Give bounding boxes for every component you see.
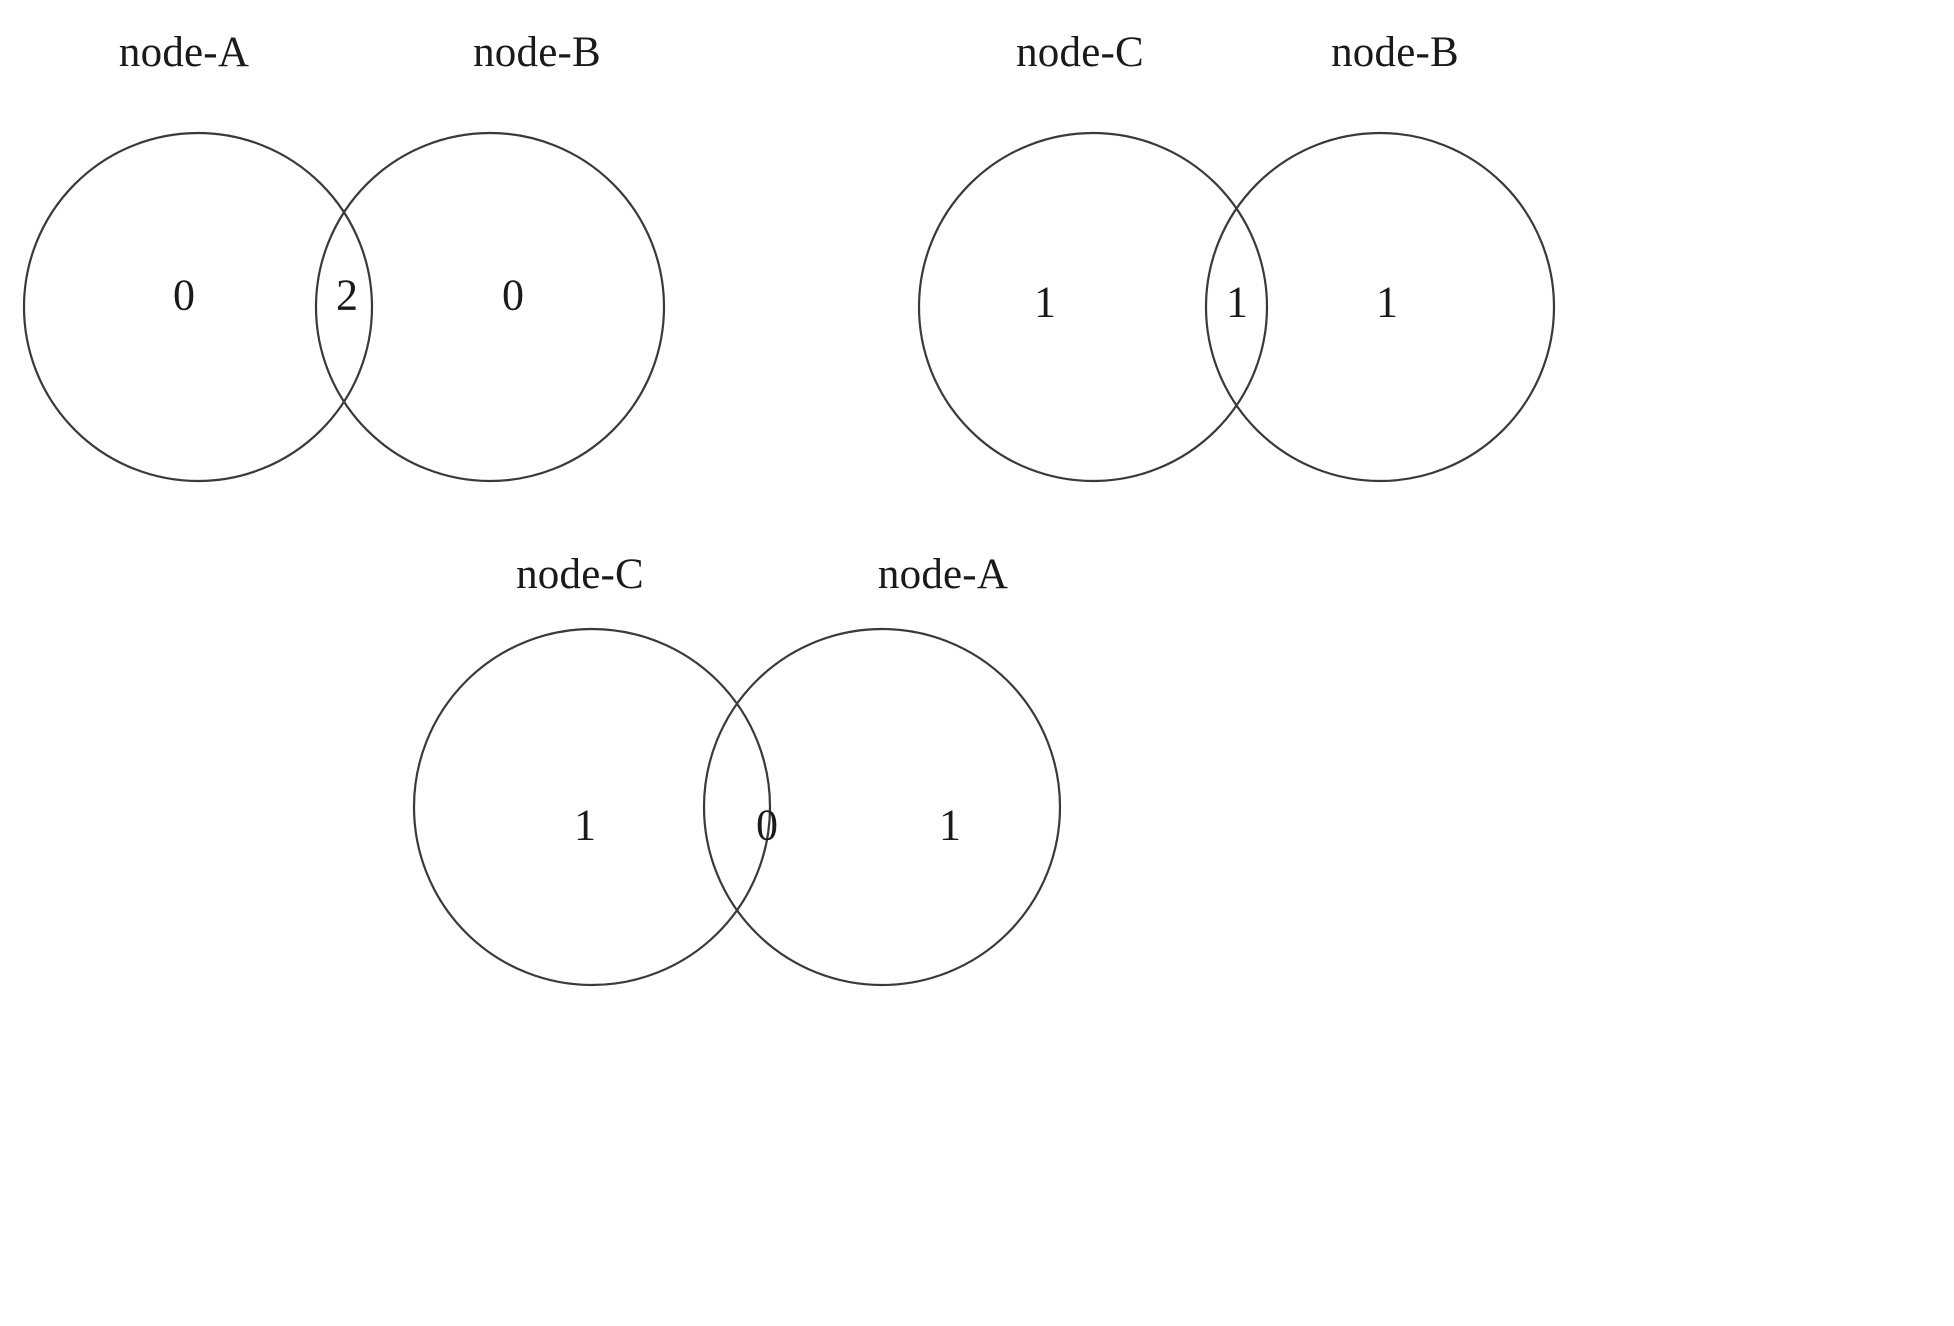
venn-cb-right-only-count: 1	[1376, 277, 1398, 327]
venn-ca-circles	[412, 627, 1062, 987]
venn-ab-left-only-count: 0	[173, 270, 195, 320]
venn-ca-right-circle	[702, 627, 1062, 987]
venn-cb-left-set-label: node-C	[1016, 29, 1144, 76]
venn-cb-right-circle	[1204, 131, 1556, 483]
venn-ca-right-only-count: 1	[939, 800, 961, 850]
venn-diagram-cb: node-C node-B 1 1 1	[890, 0, 1590, 530]
venn-ca-intersection-count: 0	[756, 800, 778, 850]
venn-ab-intersection-count: 2	[336, 270, 358, 320]
venn-cb-right-set-label: node-B	[1331, 29, 1459, 76]
venn-cb-left-only-count: 1	[1034, 277, 1056, 327]
venn-diagram-ab: node-A node-B 0 2 0	[0, 0, 700, 530]
venn-diagram-ca: node-C node-A 1 0 1	[395, 520, 1135, 1326]
venn-cb-left-circle	[917, 131, 1269, 483]
venn-ab-right-only-count: 0	[502, 270, 524, 320]
venn-ca-left-only-count: 1	[574, 800, 596, 850]
venn-cb-circles	[917, 131, 1556, 483]
venn-ca-left-set-label: node-C	[516, 551, 644, 598]
venn-ab-left-circle	[22, 131, 374, 483]
venn-ab-left-set-label: node-A	[118, 29, 250, 76]
venn-ab-circles	[22, 131, 666, 483]
venn-ab-right-circle	[314, 131, 666, 483]
venn-cb-intersection-count: 1	[1226, 277, 1248, 327]
venn-ab-right-set-label: node-B	[473, 29, 601, 76]
venn-ca-right-set-label: node-A	[877, 551, 1009, 598]
venn-ca-left-circle	[412, 627, 772, 987]
